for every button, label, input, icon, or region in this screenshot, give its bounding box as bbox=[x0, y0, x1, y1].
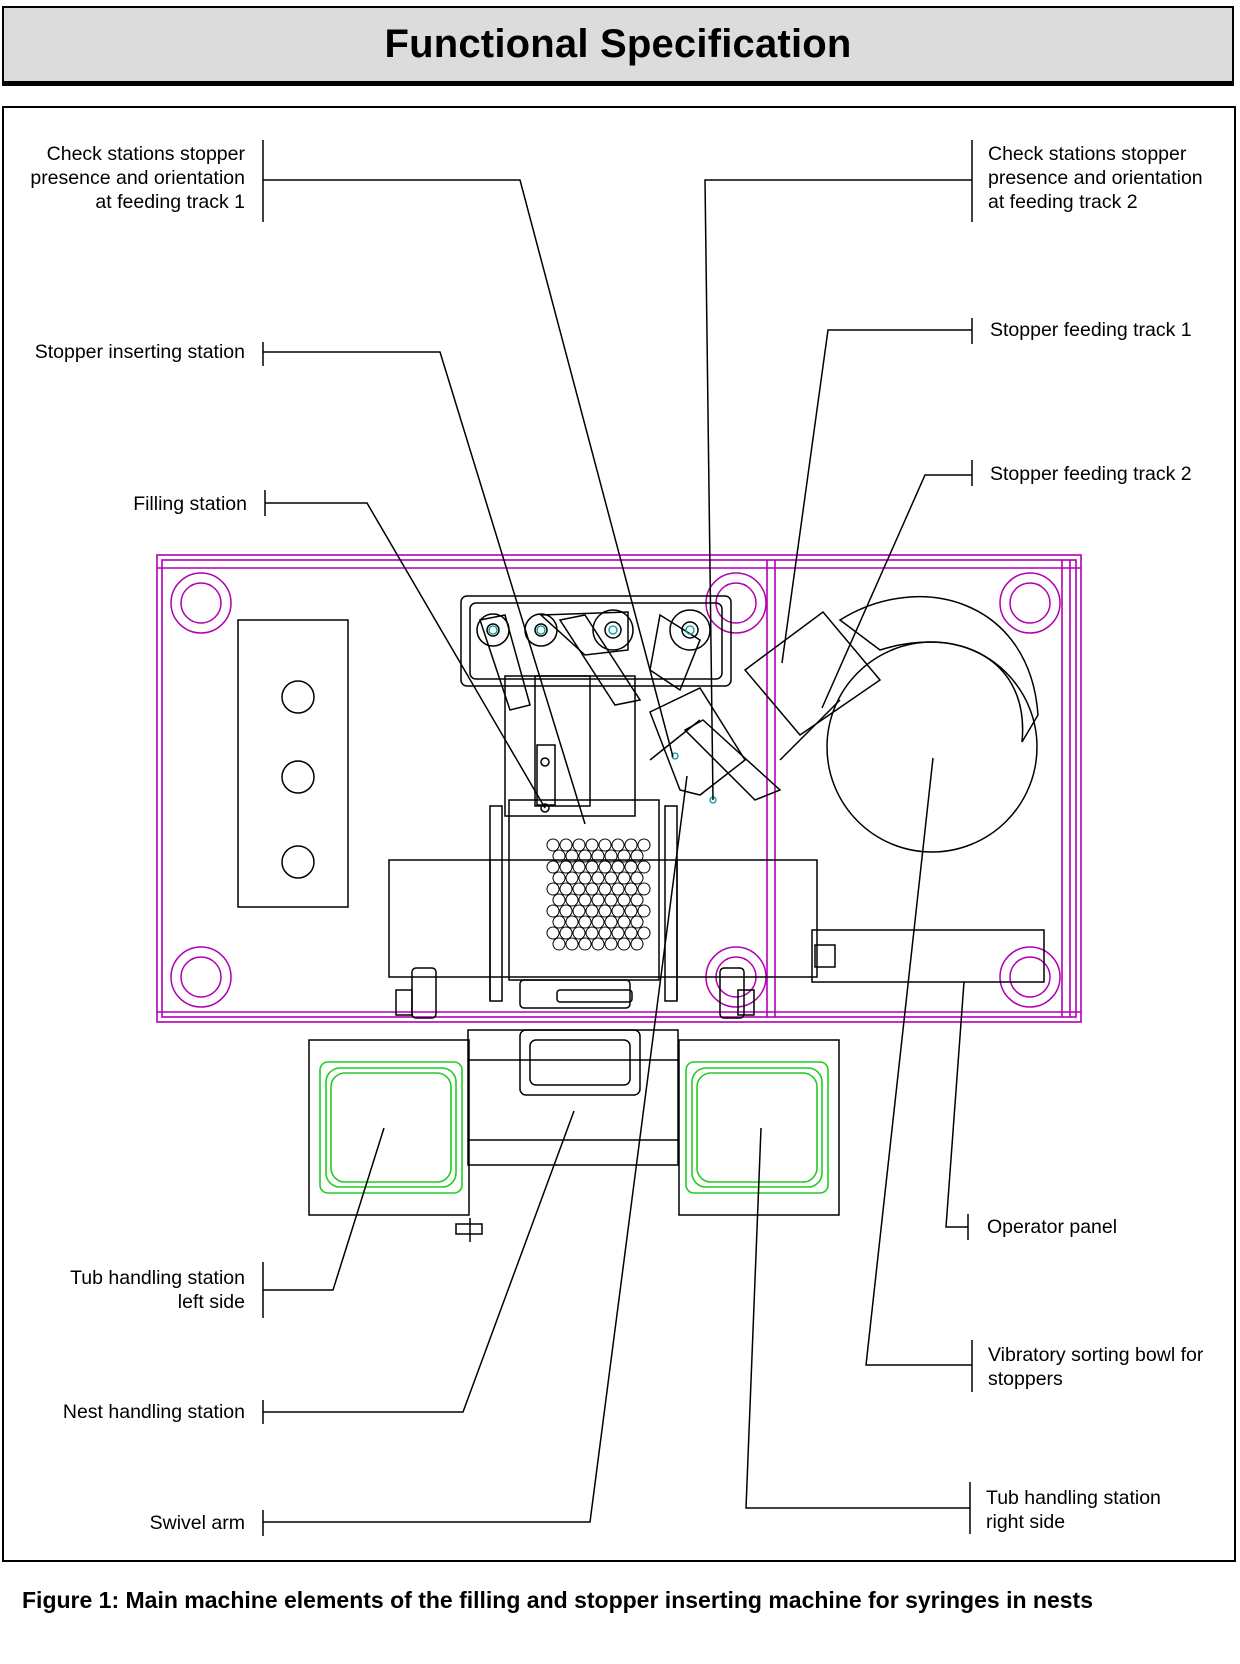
label-stopper-inserting: Stopper inserting station bbox=[35, 341, 245, 363]
label-swivel-arm: Swivel arm bbox=[150, 1512, 245, 1534]
callout-labels: Check stations stopper presence and orie… bbox=[30, 143, 1203, 1534]
central-column bbox=[504, 675, 636, 817]
label-tub-left-line1: Tub handling station bbox=[70, 1267, 245, 1289]
swivel-arm-base bbox=[467, 1029, 679, 1166]
label-check-track1-line1: Check stations stopper bbox=[47, 143, 246, 165]
tub-right bbox=[685, 1061, 829, 1194]
label-check-track2-line2: presence and orientation bbox=[988, 167, 1203, 189]
label-operator-panel: Operator panel bbox=[987, 1216, 1117, 1238]
label-tub-right-line2: right side bbox=[986, 1511, 1065, 1533]
page-header: Functional Specification bbox=[2, 6, 1234, 86]
mounting-feet bbox=[170, 572, 1061, 1008]
label-tub-right-line1: Tub handling station bbox=[986, 1487, 1161, 1509]
nest-hole-grid bbox=[546, 838, 651, 951]
label-nest-handling: Nest handling station bbox=[63, 1401, 245, 1423]
tub-right-outline bbox=[678, 1039, 840, 1216]
label-check-track1-line2: presence and orientation bbox=[30, 167, 245, 189]
feeding-track-1 bbox=[743, 610, 882, 737]
vibratory-bowl bbox=[826, 641, 1038, 853]
tub-left bbox=[319, 1061, 463, 1194]
label-check-track1-line3: at feeding track 1 bbox=[95, 191, 245, 213]
label-check-track2-line3: at feeding track 2 bbox=[988, 191, 1138, 213]
label-tub-left-line2: left side bbox=[178, 1291, 245, 1313]
machine-components bbox=[237, 595, 1045, 1242]
label-vibratory-bowl-line2: stoppers bbox=[988, 1368, 1063, 1390]
label-vibratory-bowl-line1: Vibratory sorting bowl for bbox=[988, 1344, 1204, 1366]
left-plate bbox=[237, 619, 349, 908]
leader-lines bbox=[262, 140, 973, 1536]
label-check-track2-line1: Check stations stopper bbox=[988, 143, 1187, 165]
machine-base bbox=[156, 554, 1082, 1023]
tub-left-outline bbox=[308, 1039, 470, 1216]
top-carriage bbox=[460, 595, 732, 687]
label-feeding-track2: Stopper feeding track 2 bbox=[990, 463, 1192, 485]
page-title: Functional Specification bbox=[384, 22, 852, 66]
operator-panel-box bbox=[811, 929, 1045, 983]
label-filling: Filling station bbox=[133, 493, 247, 515]
figure-caption: Figure 1: Main machine elements of the f… bbox=[22, 1587, 1093, 1613]
figure-frame bbox=[2, 106, 1236, 1562]
label-feeding-track1: Stopper feeding track 1 bbox=[990, 319, 1192, 341]
teal-markers bbox=[488, 625, 717, 804]
